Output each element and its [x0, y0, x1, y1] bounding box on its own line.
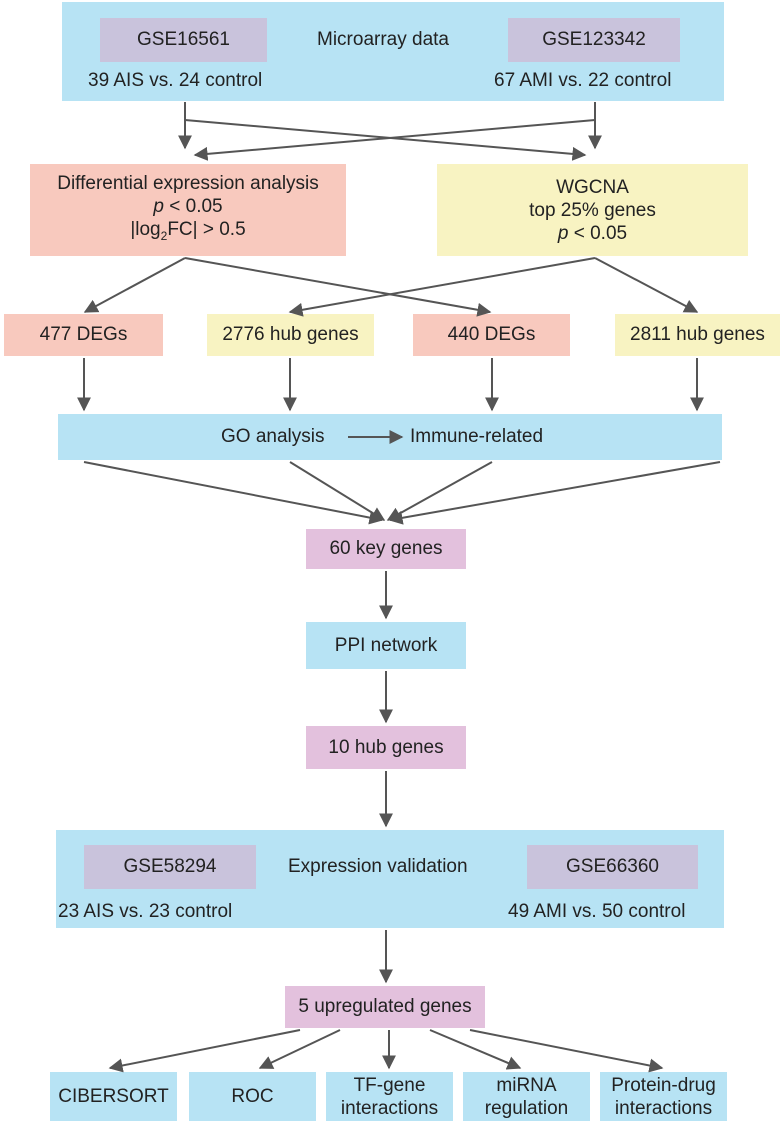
- gse123342-label: GSE123342: [542, 29, 646, 50]
- arrow-wgcna-to-2776: [288, 257, 596, 317]
- key-genes-box: 60 key genes: [306, 529, 466, 569]
- go-analysis-label: GO analysis: [221, 426, 325, 447]
- wgcna-top-genes: top 25% genes: [529, 199, 656, 221]
- cibersort-box: CIBERSORT: [50, 1072, 177, 1121]
- mirna-regulation-box: miRNA regulation: [463, 1072, 590, 1121]
- validation-right-samples-label: 49 AMI vs. 50 control: [508, 901, 686, 922]
- validation-left-samples-label: 23 AIS vs. 23 control: [58, 901, 233, 922]
- left-samples-label: 39 AIS vs. 24 control: [88, 70, 263, 91]
- hub-genes-box: 10 hub genes: [306, 726, 466, 769]
- diff-expression-title: Differential expression analysis: [57, 173, 319, 195]
- arrow-up-to-protein-drug: [469, 1029, 664, 1073]
- right-samples-label: 67 AMI vs. 22 control: [494, 70, 672, 91]
- arrow-go-converge-1: [83, 461, 384, 525]
- microarray-data-label: Microarray data: [317, 29, 449, 50]
- arrow-go-converge-2: [289, 461, 386, 521]
- arrow-up-to-cibersort: [108, 1029, 301, 1073]
- gse123342-box: GSE123342: [508, 18, 680, 62]
- arrow-gse123342-to-diff: [193, 119, 596, 161]
- result-box-440-degs: 440 DEGs: [413, 314, 570, 356]
- ppi-network-box: PPI network: [306, 622, 466, 669]
- arrow-diff-to-477: [83, 257, 186, 313]
- expression-validation-label: Expression validation: [288, 856, 468, 877]
- upregulated-genes-box: 5 upregulated genes: [285, 986, 485, 1028]
- immune-related-label: Immune-related: [410, 426, 544, 447]
- gse66360-box: GSE66360: [527, 845, 698, 889]
- gse58294-box: GSE58294: [84, 845, 256, 889]
- tf-gene-interactions-box: TF-gene interactions: [326, 1072, 453, 1121]
- result-box-477-degs: 477 DEGs: [4, 314, 163, 356]
- arrow-diff-to-440: [184, 257, 492, 317]
- arrow-up-to-mirna: [429, 1029, 522, 1070]
- roc-box: ROC: [189, 1072, 316, 1121]
- arrow-go-converge-3: [386, 461, 493, 521]
- result-box-2776-hub-genes: 2776 hub genes: [207, 314, 374, 356]
- diff-expression-box: Differential expression analysis p < 0.0…: [30, 164, 346, 256]
- gse16561-label: GSE16561: [137, 29, 230, 50]
- protein-drug-interactions-box: Protein-drug interactions: [600, 1072, 727, 1121]
- wgcna-box: WGCNA top 25% genes p < 0.05: [437, 164, 748, 256]
- arrow-wgcna-to-2811: [594, 257, 699, 313]
- diff-expression-logfc: |log2FC| > 0.5: [130, 219, 246, 243]
- arrow-go-converge-4: [388, 461, 721, 525]
- result-box-2811-hub-genes: 2811 hub genes: [615, 314, 780, 356]
- arrow-up-to-roc: [258, 1029, 341, 1069]
- diff-expression-pvalue: p < 0.05: [153, 196, 223, 218]
- wgcna-title: WGCNA: [556, 176, 629, 198]
- wgcna-pvalue: p < 0.05: [557, 222, 628, 244]
- gse16561-box: GSE16561: [100, 18, 267, 62]
